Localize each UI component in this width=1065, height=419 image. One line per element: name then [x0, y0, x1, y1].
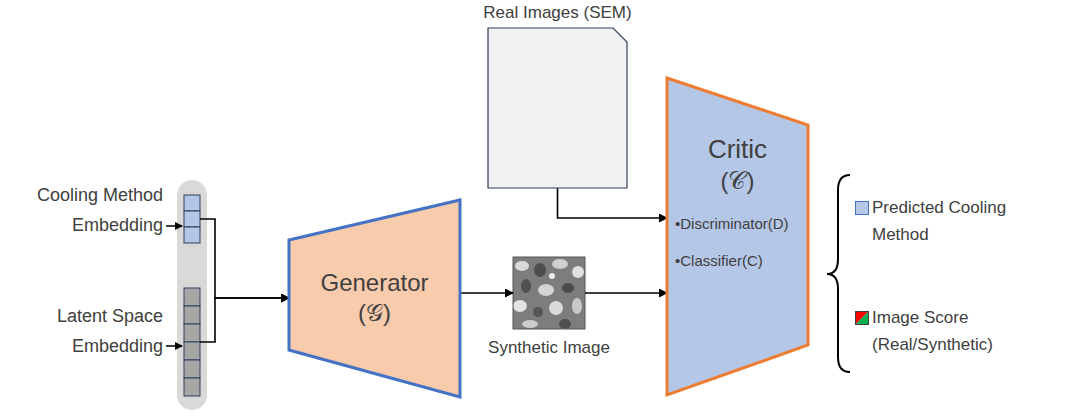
- generator-block-outline: [289, 200, 460, 397]
- synthetic-image: Synthetic Image: [513, 257, 585, 329]
- text-slot: (𝒞): [667, 166, 808, 196]
- text-slot: Predicted Cooling Method: [872, 194, 1007, 248]
- synthetic-frame: [513, 257, 585, 329]
- block-symbol: (𝒞): [667, 166, 808, 196]
- text-slot: Generator: [289, 268, 460, 298]
- flow-arrow: [200, 298, 289, 342]
- input-label: Latent Space Embedding: [0, 301, 163, 361]
- real-image-document-outline: [488, 28, 627, 188]
- synthetic-texture: [513, 257, 585, 329]
- embedding-pill: [177, 180, 207, 410]
- leader-arrow: [166, 225, 182, 227]
- cooling-embedding-cells: [184, 195, 200, 243]
- text-slot: Synthetic Image: [469, 337, 629, 359]
- block-title: Generator: [289, 268, 460, 298]
- critic-block-outline: [667, 78, 808, 395]
- critic-block-outline: [667, 78, 808, 395]
- swatch-border: [856, 312, 869, 325]
- text-slot: Image Score (Real/Synthetic): [872, 304, 1012, 358]
- block-symbol: (𝒢): [289, 298, 460, 328]
- legend-swatch: [855, 311, 869, 325]
- swatch-red-half: [855, 311, 869, 325]
- leader-arrow: [166, 345, 182, 347]
- real-image-document: Real Images (SEM): [488, 28, 627, 188]
- legend-label: Predicted Cooling Method: [872, 194, 1007, 248]
- component-bullet: •Discriminator(D): [675, 214, 805, 234]
- component-bullet: •Classifier(C): [675, 251, 805, 271]
- image-caption: Synthetic Image: [469, 337, 629, 359]
- swatch-green-half: [855, 311, 869, 325]
- legend-swatch: [855, 201, 869, 215]
- text-slot: Critic: [667, 133, 808, 165]
- real-image-document-outline: [488, 28, 627, 188]
- output-brace: [827, 175, 850, 372]
- flow-arrow: [585, 292, 667, 294]
- input-label: Cooling Method Embedding: [0, 180, 163, 240]
- embedding-vector: Latent Space Embedding: [184, 288, 200, 396]
- text-slot: Latent Space Embedding: [0, 301, 163, 361]
- embedding-vector: Cooling Method Embedding: [184, 195, 200, 243]
- flow-arrow: [558, 188, 668, 218]
- text-slot: Real Images (SEM): [448, 2, 667, 24]
- legend-label: Image Score (Real/Synthetic): [872, 304, 1012, 358]
- block-title: Critic: [667, 133, 808, 165]
- text-slot: •Discriminator(D): [675, 214, 805, 234]
- critic-block: Critic(𝒞) •Discriminator(D) •Classifier(C): [667, 78, 808, 395]
- flow-arrow: [460, 292, 513, 294]
- flow-arrow: [200, 219, 289, 298]
- generator-block: Generator(𝒢): [289, 200, 460, 397]
- generator-block-outline: [289, 200, 460, 397]
- text-slot: (𝒢): [289, 298, 460, 328]
- latent-embedding-cells: [184, 288, 200, 396]
- text-slot: •Classifier(C): [675, 251, 805, 271]
- text-slot: Cooling Method Embedding: [0, 180, 163, 240]
- document-label: Real Images (SEM): [448, 2, 667, 24]
